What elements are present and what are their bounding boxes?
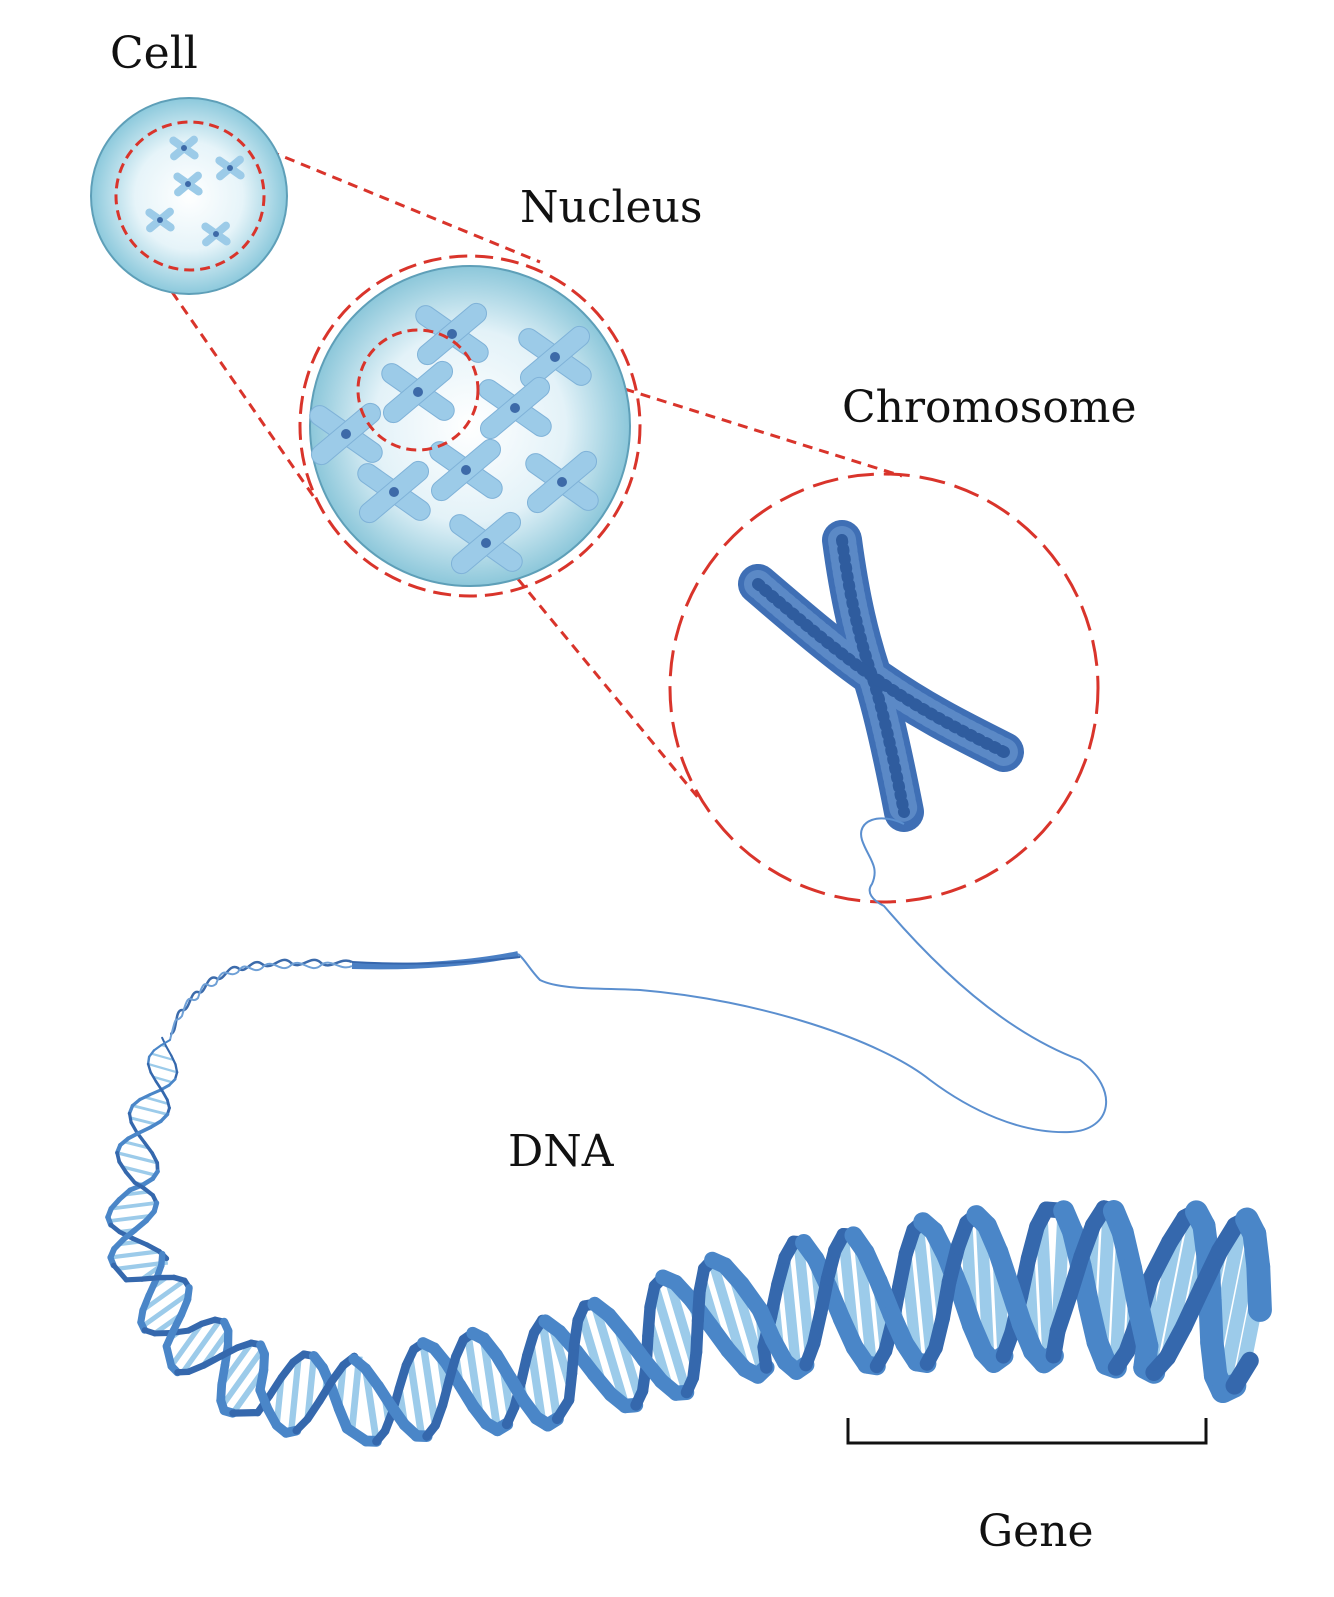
dna-backbone-segment: [111, 1262, 129, 1283]
dna-base-pair: [180, 1318, 223, 1375]
dna-base-pair: [150, 1052, 174, 1062]
zoom-line-nucleus-to-chromosome-top: [445, 331, 903, 478]
cell-zoom-ring: [114, 120, 266, 272]
dna-thread-from-chromosome: [517, 817, 1108, 1134]
dna-base-pair: [650, 1284, 692, 1394]
dna-backbone-segment: [117, 1159, 128, 1174]
dna-backbone-segment: [137, 1125, 153, 1135]
dna-base-pair: [219, 1346, 266, 1409]
cell-label: Cell: [110, 28, 198, 79]
chromosome-label: Chromosome: [842, 382, 1137, 433]
dna-backbone-segment: [165, 1045, 173, 1057]
dna-base-pair: [116, 1151, 158, 1165]
gene-bracket: [846, 1418, 1208, 1445]
dna-double-helix: [105, 1036, 1272, 1447]
dna-base-pair: [129, 1116, 157, 1126]
nucleus-zoom-ring: [298, 254, 642, 598]
dna-backbone-segment: [138, 1093, 152, 1102]
dna-backbone-segment: [149, 1071, 158, 1083]
dna-backbone-segment: [160, 1039, 171, 1047]
dna-backbone-segment: [1225, 1351, 1259, 1395]
dna-base-pair: [141, 1278, 186, 1313]
dna-ribbon-flat-edge: [351, 956, 521, 965]
dna-backbone-front: [107, 1039, 1272, 1442]
dna-base-pair: [169, 1322, 204, 1368]
dna-base-pair: [406, 1355, 426, 1438]
dna-backbone-segment: [170, 1054, 177, 1066]
dna-base-pair: [779, 1256, 802, 1372]
dna-backbone-segment: [142, 1140, 154, 1155]
dna-coil-small-2: [169, 961, 353, 1041]
dna-coil-small: [169, 958, 353, 1036]
dna-backbone-segment: [154, 1080, 164, 1093]
dna-backbone-segment: [147, 1049, 155, 1058]
dna-backbone-segment: [126, 1130, 142, 1141]
dna-base-pair: [419, 1342, 440, 1426]
dna-label: DNA: [508, 1126, 614, 1177]
chromosome-zoom-ring: [668, 472, 1100, 904]
dna-backbone-segment: [152, 1044, 163, 1052]
nucleus-illustration: [298, 254, 642, 598]
dna-backbone-segment: [174, 1063, 179, 1074]
zoom-line-cell-to-nucleus-top: [237, 136, 541, 264]
dna-base-pair: [1035, 1215, 1055, 1362]
dna-backbone-segment: [148, 1088, 162, 1097]
dna-base-pair: [912, 1223, 938, 1359]
dna-base-pair: [538, 1319, 562, 1420]
dna-base-pair: [121, 1165, 157, 1177]
dna-base-pair: [590, 1302, 630, 1408]
dna-backbone-segment: [123, 1169, 137, 1185]
dna-backbone-segment: [1246, 1254, 1272, 1322]
dna-base-pair: [304, 1355, 318, 1420]
dna-base-pair: [479, 1338, 502, 1431]
dna-base-pair: [140, 1291, 191, 1329]
dna-base-pair: [110, 1249, 160, 1260]
nucleus-inner-zoom-ring: [356, 328, 480, 452]
dna-backbone-segment: [148, 1119, 163, 1130]
dna-backbone-segment: [160, 1089, 169, 1102]
dna-base-pair: [123, 1140, 149, 1150]
dna-backbone-back: [105, 1036, 1259, 1447]
dna-backbone-segment: [161, 1036, 168, 1048]
gene-label: Gene: [978, 1506, 1094, 1557]
dna-base-pair: [347, 1356, 363, 1437]
dna-base-pair: [362, 1368, 380, 1442]
dna-base-pair: [526, 1342, 547, 1424]
dna-base-pair: [132, 1104, 168, 1116]
dna-backbone-segment: [146, 1055, 151, 1066]
dna-base-pair: [152, 1075, 173, 1084]
dna-base-pair: [793, 1239, 816, 1357]
cell-illustration: [90, 97, 288, 295]
dna-base-pair: [144, 1095, 170, 1106]
dna-strand: [169, 817, 1108, 1134]
dna-base-pair: [147, 1062, 178, 1074]
dna-backbone-segment: [139, 1274, 162, 1282]
dna-base-pair: [975, 1217, 995, 1360]
dna-base-pair: [287, 1356, 302, 1434]
dna-base-pair: [110, 1201, 157, 1211]
dna-backbone-segment: [130, 1236, 150, 1248]
dna-base-pair: [108, 1213, 152, 1224]
dna-backbone-segment: [129, 1120, 139, 1134]
chromosome-illustration: [668, 472, 1100, 904]
nucleus-label: Nucleus: [520, 182, 703, 233]
dna-backbone-segment: [146, 1062, 152, 1074]
